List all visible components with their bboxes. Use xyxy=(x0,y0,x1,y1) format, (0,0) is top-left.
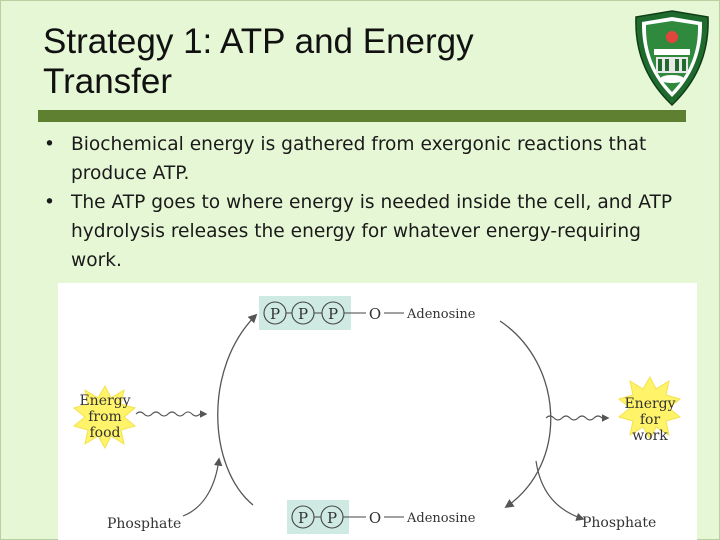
energy-for-work-line-2: for xyxy=(640,412,661,428)
energy-out-squiggle xyxy=(545,414,610,422)
energy-for-work-line-1: Energy xyxy=(624,396,675,412)
energy-from-food-starburst xyxy=(72,384,137,450)
slide-title-line-2: Transfer xyxy=(43,62,173,101)
slide-title: Strategy 1: ATP and Energy Transfer xyxy=(43,22,603,102)
bullet-item: • Biochemical energy is gathered from ex… xyxy=(44,130,684,188)
adp-oxygen: O xyxy=(369,509,381,527)
phosphate-label-left: Phosphate xyxy=(107,516,181,532)
energy-from-food-line-1: Energy xyxy=(79,393,130,409)
atp-phosphate-2: P xyxy=(298,305,308,323)
bullet-item: • The ATP goes to where energy is needed… xyxy=(44,188,684,275)
atp-oxygen: O xyxy=(369,305,381,323)
adp-phosphate-2: P xyxy=(327,509,337,527)
bullet-text: Biochemical energy is gathered from exer… xyxy=(71,134,647,184)
atp-adenosine: Adenosine xyxy=(406,307,476,322)
atp-cycle-figure: P P P O Adenosine P P O Adenosine Energy… xyxy=(58,283,697,540)
adp-adenosine: Adenosine xyxy=(406,511,476,526)
bullet-list: • Biochemical energy is gathered from ex… xyxy=(44,130,684,275)
university-seal-icon xyxy=(635,10,709,107)
hydrolysis-arrow xyxy=(499,320,552,509)
atp-phosphate-1: P xyxy=(270,305,280,323)
energy-for-work-starburst xyxy=(617,375,682,441)
atp-phosphate-3: P xyxy=(328,305,338,323)
energy-from-food-line-3: food xyxy=(89,425,120,441)
bullet-text: The ATP goes to where energy is needed i… xyxy=(71,192,673,271)
synthesis-arrow xyxy=(217,313,258,506)
adp-phosphate-1: P xyxy=(298,509,308,527)
phosphate-label-right: Phosphate xyxy=(582,515,656,531)
energy-for-work-line-3: work xyxy=(632,428,668,444)
phosphate-out-arrow xyxy=(535,460,585,521)
slide-title-line-1: Strategy 1: ATP and Energy xyxy=(43,22,474,61)
title-rule xyxy=(38,110,686,122)
bullet-marker: • xyxy=(44,134,55,155)
energy-from-food-line-2: from xyxy=(88,409,122,425)
bullet-marker: • xyxy=(44,192,55,213)
phosphate-in-arrow xyxy=(182,457,223,517)
energy-in-squiggle xyxy=(135,410,208,418)
